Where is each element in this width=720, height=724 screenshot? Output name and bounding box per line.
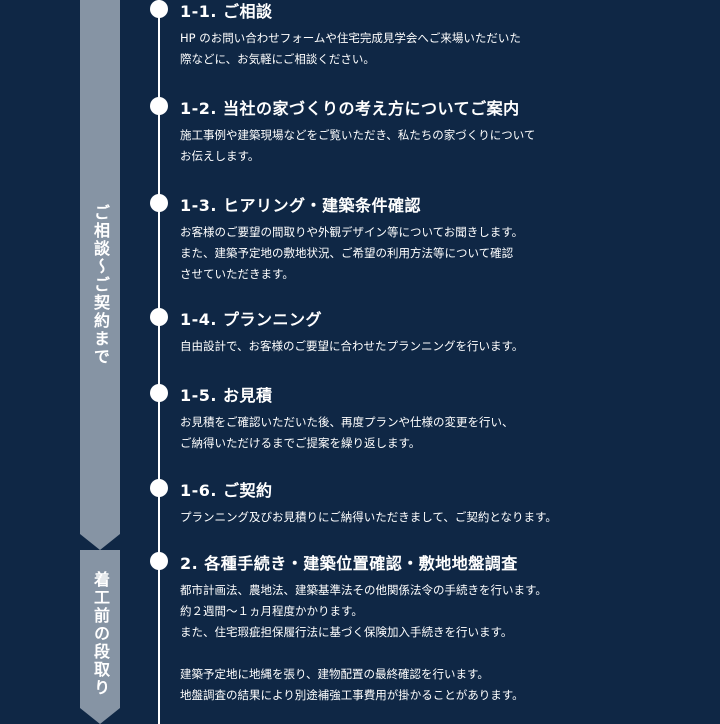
step-line: 施工事例や建築現場などをご覧いただき、私たちの家づくりについて — [180, 128, 536, 142]
step-line: 地盤調査の結果により別途補強工事費用が掛かることがあります。 — [180, 688, 524, 702]
step-description: お見積をご確認いただいた後、再度プランや仕様の変更を行い、 ご納得いただけるまで… — [180, 412, 700, 454]
phase-bar-consultation — [80, 0, 120, 534]
step-title: 1-1. ご相談 — [180, 2, 273, 21]
timeline-dot — [150, 0, 168, 18]
step-line: させていただきます。 — [180, 267, 294, 281]
step-description: HP のお問い合わせフォームや住宅完成見学会へご来場いただいた 際などに、お気軽… — [180, 28, 700, 70]
step-line: お客様のご要望の間取りや外観デザイン等についてお聞きします。 — [180, 225, 524, 239]
timeline-dot — [150, 552, 168, 570]
step-description: お客様のご要望の間取りや外観デザイン等についてお聞きします。 また、建築予定地の… — [180, 222, 700, 285]
step-title: 1-5. お見積 — [180, 386, 273, 405]
step-line: 都市計画法、農地法、建築基準法その他関係法令の手続きを行います。 — [180, 583, 547, 597]
timeline-line — [158, 0, 160, 724]
step-description: プランニング及びお見積りにご納得いただきまして、ご契約となります。 — [180, 507, 700, 528]
step-title: 1-3. ヒアリング・建築条件確認 — [180, 196, 422, 215]
step-line-spacer — [180, 643, 700, 664]
step-line: 際などに、お気軽にご相談ください。 — [180, 52, 375, 66]
step-line: 自由設計で、お客様のご要望に合わせたプランニングを行います。 — [180, 339, 524, 353]
step-line: また、住宅瑕疵担保履行法に基づく保険加入手続きを行います。 — [180, 625, 513, 639]
step-description: 施工事例や建築現場などをご覧いただき、私たちの家づくりについて お伝えします。 — [180, 125, 700, 167]
phase-arrow-consultation — [80, 534, 120, 550]
timeline-dot — [150, 194, 168, 212]
step-line: ご納得いただけるまでご提案を繰り返します。 — [180, 436, 421, 450]
step-line: 建築予定地に地縄を張り、建物配置の最終確認を行います。 — [180, 667, 489, 681]
phase-label-preparation: 着工前の段取り — [91, 570, 110, 697]
step-title: 1-4. プランニング — [180, 310, 323, 329]
timeline-dot — [150, 479, 168, 497]
step-title: 2. 各種手続き・建築位置確認・敷地地盤調査 — [180, 554, 518, 573]
step-description: 自由設計で、お客様のご要望に合わせたプランニングを行います。 — [180, 336, 700, 357]
timeline-dot — [150, 97, 168, 115]
step-line: お伝えします。 — [180, 149, 260, 163]
step-title: 1-2. 当社の家づくりの考え方についてご案内 — [180, 99, 520, 118]
step-line: また、建築予定地の敷地状況、ご希望の利用方法等について確認 — [180, 246, 514, 260]
step-line: HP のお問い合わせフォームや住宅完成見学会へご来場いただいた — [180, 31, 521, 45]
phase-label-consultation: ご相談〜ご契約まで — [91, 204, 110, 366]
phase-arrow-preparation — [80, 708, 120, 724]
timeline-dot — [150, 384, 168, 402]
phase-bar-preparation — [80, 550, 120, 708]
step-line: お見積をご確認いただいた後、再度プランや仕様の変更を行い、 — [180, 415, 514, 429]
timeline-dot — [150, 308, 168, 326]
step-title: 1-6. ご契約 — [180, 481, 273, 500]
step-description: 都市計画法、農地法、建築基準法その他関係法令の手続きを行います。 約２週間〜１ヵ… — [180, 580, 700, 706]
step-line: プランニング及びお見積りにご納得いただきまして、ご契約となります。 — [180, 510, 557, 524]
step-line: 約２週間〜１ヵ月程度かかります。 — [180, 604, 363, 618]
